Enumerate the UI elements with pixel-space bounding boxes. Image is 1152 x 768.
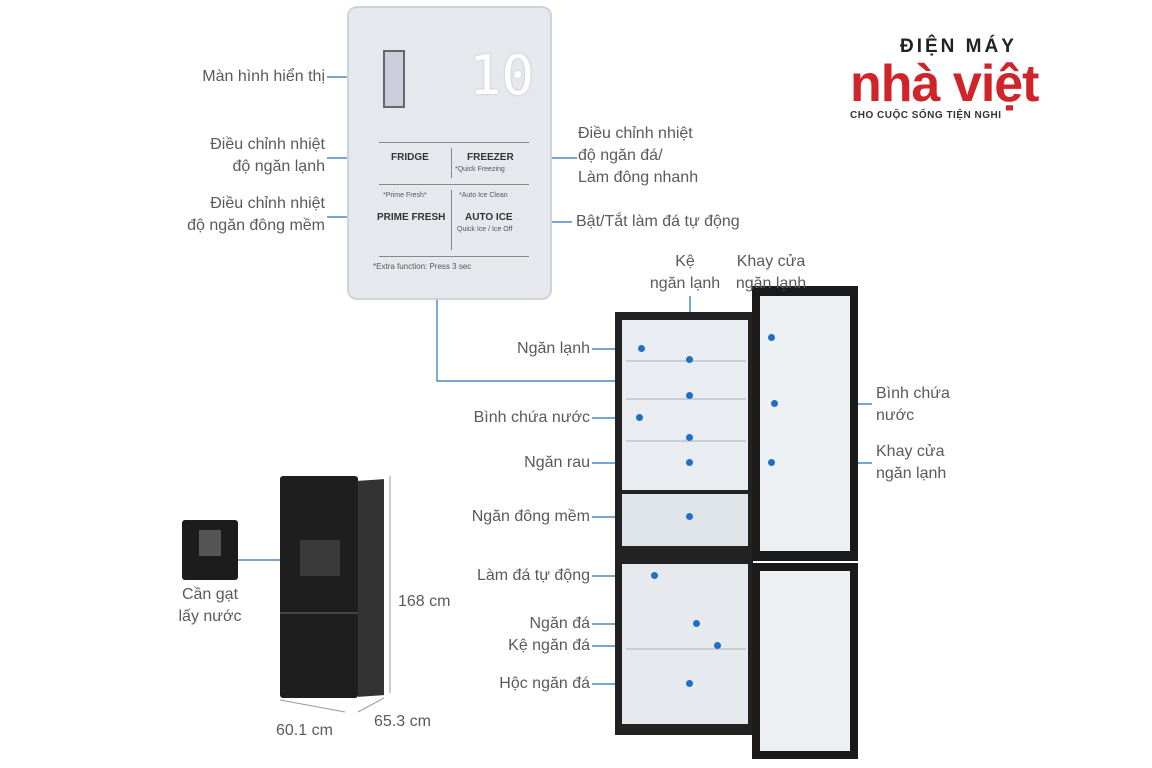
fridge-front-image	[280, 476, 358, 698]
label-freezer-shelf: Kệ ngăn đá	[508, 637, 590, 654]
label-fridge-compartment: Ngăn lạnh	[517, 340, 590, 357]
label-height: 168 cm	[398, 593, 451, 610]
label-width: 60.1 cm	[276, 722, 333, 739]
label-lever-2: lấy nước	[178, 608, 242, 625]
quick-ice-text: Quick Ice / Ice Off	[457, 226, 513, 233]
freezer-button[interactable]: FREEZER	[467, 152, 514, 163]
auto-ice-clean: *Auto Ice Clean	[459, 192, 508, 199]
auto-ice-button[interactable]: AUTO ICE	[465, 212, 513, 223]
label-display: Màn hình hiển thị	[202, 68, 325, 85]
label-freezer-compartment: Ngăn đá	[529, 615, 591, 632]
label-fridge-shelf-1: Kệ	[675, 253, 695, 270]
prime-fresh-sub: *Prime Fresh*	[383, 192, 427, 199]
extra-function-text: *Extra function: Press 3 sec	[373, 262, 472, 271]
label-fridge-temp-2: độ ngăn lạnh	[232, 158, 325, 175]
label-freezer-temp-1: Điều chỉnh nhiệt	[578, 125, 693, 142]
label-vegetable: Ngăn rau	[524, 454, 590, 471]
label-depth: 65.3 cm	[374, 713, 431, 730]
control-panel: 10 FRIDGE FREEZER *Quick Freezing *Prime…	[347, 6, 552, 300]
quick-freezing-text: *Quick Freezing	[455, 166, 505, 173]
freezer-interior	[622, 564, 748, 724]
label-auto-ice: Bật/Tắt làm đá tự động	[576, 213, 740, 230]
label-fridge-temp-1: Điều chỉnh nhiệt	[210, 136, 325, 153]
prime-fresh-button[interactable]: PRIME FRESH	[377, 212, 446, 223]
label-water-tank-left: Bình chứa nước	[473, 409, 590, 426]
fridge-display-icon	[383, 50, 405, 108]
label-ice-maker: Làm đá tự động	[476, 567, 590, 584]
temperature-display: 10	[469, 44, 535, 107]
label-water-tank-right-1: Bình chứa	[876, 385, 950, 402]
label-door-tray-bottom-1: Khay cửa	[876, 443, 945, 460]
label-soft-freeze: Ngăn đông mềm	[471, 508, 590, 525]
label-freezer-drawer: Hộc ngăn đá	[499, 675, 590, 692]
water-lever-image	[182, 520, 238, 580]
fridge-button[interactable]: FRIDGE	[391, 152, 429, 163]
label-fridge-shelf-2: ngăn lạnh	[649, 275, 721, 292]
label-lever-1: Cần gạt	[181, 586, 239, 603]
upper-door	[752, 286, 858, 561]
label-door-tray-1: Khay cửa	[736, 253, 806, 270]
lower-door	[752, 563, 858, 759]
label-prime-temp-1: Điều chỉnh nhiệt	[210, 195, 325, 212]
label-water-tank-right-2: nước	[876, 407, 915, 424]
brand-logo: ĐIỆN MÁY nhà việt CHO CUỘC SỐNG TIỆN NGH…	[850, 36, 1040, 121]
label-freezer-temp-2: độ ngăn đá/	[578, 147, 663, 164]
label-door-tray-bottom-2: ngăn lạnh	[876, 465, 947, 482]
label-prime-temp-2: độ ngăn đông mềm	[187, 217, 325, 234]
label-freezer-temp-3: Làm đông nhanh	[578, 169, 699, 186]
soft-freeze-interior	[622, 494, 748, 546]
label-door-tray-2: ngăn lạnh	[735, 275, 807, 292]
